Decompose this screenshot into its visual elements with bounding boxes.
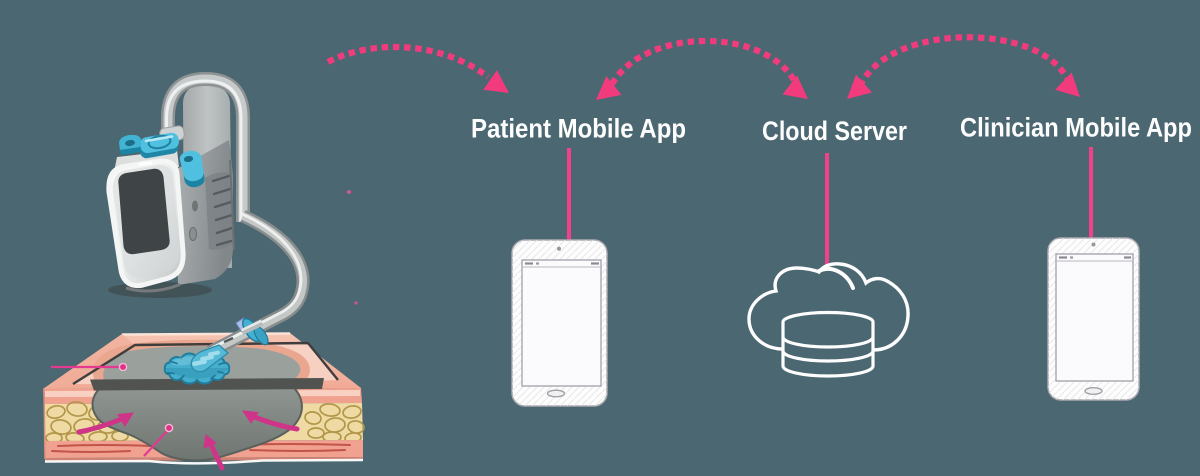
svg-text:Cloud Server: Cloud Server (762, 116, 907, 146)
svg-text:Clinician Mobile App: Clinician Mobile App (960, 113, 1192, 143)
svg-text:Patient Mobile App: Patient Mobile App (471, 114, 686, 144)
